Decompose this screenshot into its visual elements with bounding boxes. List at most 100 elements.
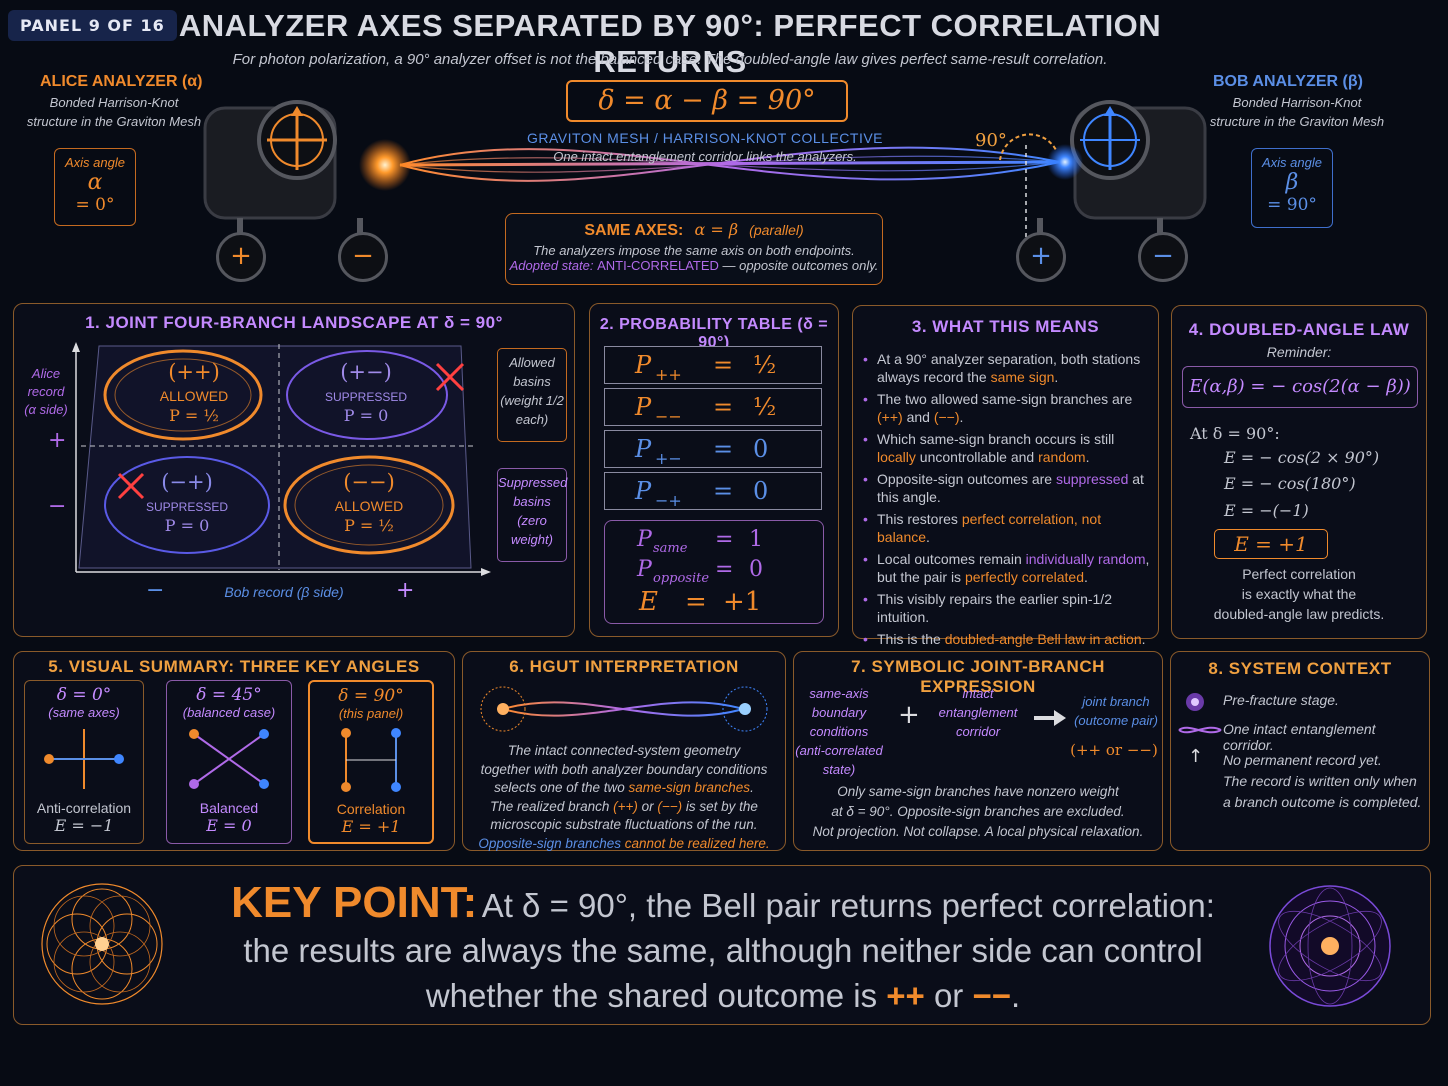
prob-row-mm: P−− =½ (604, 388, 822, 426)
pm-prob: P = 0 (343, 406, 389, 425)
bob-desc1: Bonded Harrison-Knot (1232, 95, 1362, 110)
card-angle: δ = 90° (338, 686, 404, 706)
same-sub: same (653, 541, 688, 556)
same-val: 1 (749, 527, 763, 552)
context-item-1: Pre-fracture stage. (1223, 692, 1339, 708)
purple-mesh-emblem (1269, 885, 1391, 1007)
panel-badge: PANEL 9 OF 16 (8, 10, 177, 41)
hgut-corridor (480, 686, 768, 732)
panel7-title: 7. SYMBOLIC JOINT-BRANCH EXPRESSION (851, 657, 1105, 696)
hgut-l2: together with both analyzer boundary con… (480, 761, 768, 777)
y-label-1: Alice (31, 366, 61, 381)
expr-note-1: Only same-sign branches have nonzero wei… (837, 784, 1119, 799)
mm-prob: P = ½ (344, 516, 394, 535)
hgut-text: The intact connected-system geometry tog… (467, 742, 781, 853)
row-val: ½ (753, 351, 777, 379)
expr-notes: Only same-sign branches have nonzero wei… (794, 782, 1162, 842)
card-name: Anti-correlation (36, 800, 132, 816)
x-plus: + (396, 578, 415, 603)
mesh-scene (203, 100, 1207, 240)
alice-desc2: structure in the Graviton Mesh (26, 114, 202, 129)
mp-prob: P = 0 (164, 516, 210, 535)
same-axes-line1: The analyzers impose the same axis on bo… (533, 243, 855, 258)
note-suppressed-1: Suppressed (498, 475, 568, 490)
hgut-l6: Opposite-sign branches cannot be realize… (478, 835, 770, 851)
note-allowed: Allowed basins (weight 1/2 each) (497, 348, 567, 442)
pp-prob: P = ½ (169, 406, 219, 425)
card-e: E = 0 (206, 816, 252, 835)
row-sub: ++ (655, 365, 682, 384)
note-allowed-4: each) (515, 412, 549, 427)
mm-status: ALLOWED (334, 498, 404, 514)
card-angle: δ = 45° (196, 685, 262, 705)
key-label: KEY POINT: (231, 878, 478, 927)
delta-equation: δ = α − β = 90° (566, 80, 848, 122)
angle-card-0: δ = 0° (same axes) Anti-correlation E = … (24, 680, 144, 844)
alice-minus-dial: − (338, 232, 388, 282)
same-axes-line2-c: — opposite outcomes only. (718, 258, 879, 273)
angle-card-2: δ = 90° (this panel) Correlation E = +1 (308, 680, 434, 844)
bullet: At a 90° analyzer separation, both stati… (863, 350, 1153, 386)
hgut-l5: microscopic substrate fluctuations of th… (490, 817, 758, 832)
note-suppressed-4: weight) (511, 532, 553, 547)
same-axes-title: SAME AXES: (584, 222, 684, 239)
basin-pm (286, 350, 448, 440)
y-plus: + (48, 428, 67, 453)
bullet: This visibly repairs the earlier spin-1/… (863, 590, 1153, 626)
expr-right-value: (++ or −−) (1070, 741, 1158, 759)
panel-hgut-interpretation: 6. HGUT INTERPRETATION The intact connec… (462, 651, 786, 851)
law-result: E = +1 (1214, 529, 1328, 559)
corridor-icon (1178, 726, 1222, 734)
panel3-title: 3. WHAT THIS MEANS (911, 317, 1100, 336)
step-2: E = − cos(180°) (1224, 474, 1356, 493)
mesh-axis (399, 160, 1061, 167)
context-item-2: One intact entanglement corridor. (1223, 721, 1376, 753)
context-item-3a: No permanent record yet. (1223, 752, 1382, 768)
same-axes-box: SAME AXES: α = β (parallel) The analyzer… (505, 213, 883, 285)
opp-sub: opposite (653, 571, 710, 586)
alice-axis-value: = 0° (75, 195, 115, 215)
e-val: +1 (723, 587, 762, 617)
dot-icon (1186, 693, 1204, 711)
row-sub: −+ (655, 491, 682, 510)
panel4-title: 4. DOUBLED-ANGLE LAW (1188, 320, 1410, 339)
row-eq: = (713, 351, 734, 379)
panel-system-context: 8. SYSTEM CONTEXT Pre-fracture stage. On… (1170, 651, 1430, 851)
panel5-title: 5. VISUAL SUMMARY: THREE KEY ANGLES (48, 657, 420, 676)
y-minus: − (48, 494, 67, 519)
opp-eq: = (715, 557, 734, 582)
note-suppressed-3: (zero (517, 513, 547, 528)
law-note-1: Perfect correlation (1242, 566, 1356, 582)
bob-plus-dial: + (1016, 232, 1066, 282)
x-label: Bob record (β side) (224, 584, 344, 600)
suppressed-cross (435, 362, 465, 392)
bullet: This is the doubled-angle Bell law in ac… (863, 630, 1153, 648)
alice-plus-dial: + (216, 232, 266, 282)
same-axes-line2-b: ANTI-CORRELATED (597, 258, 719, 273)
prob-row-mp: P−+ =0 (604, 472, 822, 510)
mesh-title: GRAVITON MESH / HARRISON-KNOT COLLECTIVE (526, 130, 884, 146)
key-point-banner: KEY POINT: At δ = 90°, the Bell pair ret… (13, 865, 1431, 1025)
bob-name: BOB ANALYZER (β) (1213, 73, 1363, 90)
mesh-desc: One intact entanglement corridor links t… (553, 149, 857, 164)
mp-status: SUPPRESSED (145, 500, 229, 514)
panel-visual-summary: 5. VISUAL SUMMARY: THREE KEY ANGLES δ = … (13, 651, 455, 851)
angle-card-1: δ = 45° (balanced case) Balanced E = 0 (166, 680, 292, 844)
row-eq: = (713, 477, 734, 505)
law-note-2: is exactly what the (1241, 586, 1357, 602)
card-diagram (189, 729, 269, 789)
card-name: Correlation (336, 801, 406, 817)
pm-label: (+−) (340, 360, 392, 384)
alice-device (203, 100, 411, 238)
expr-note-3: Not projection. Not collapse. A local ph… (812, 824, 1144, 839)
page-title: ANALYZER AXES SEPARATED BY 90°: PERFECT … (178, 8, 1162, 79)
row-sub: +− (655, 449, 682, 468)
hgut-l1: The intact connected-system geometry (507, 743, 741, 758)
law-note-3: doubled-angle law predicts. (1213, 606, 1385, 622)
y-label-2: record (27, 384, 65, 399)
row-val: 0 (753, 435, 769, 463)
row-sym: P (635, 351, 652, 379)
